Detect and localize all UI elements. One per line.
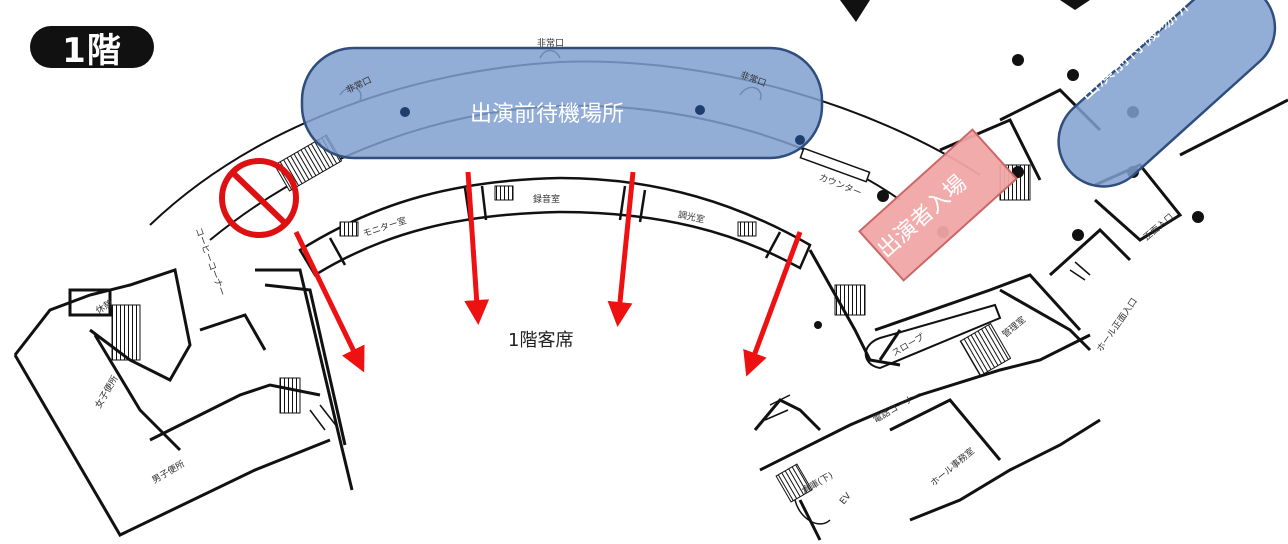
floor-label: 1階: [30, 26, 154, 71]
arrow-center-right: [607, 171, 636, 327]
arrow-center-left: [464, 171, 490, 325]
waiting-area-inner-dots: [400, 105, 805, 145]
top-blocks: [840, 0, 1090, 22]
prohibit-icon: [219, 158, 299, 238]
left-wing: [13, 268, 354, 537]
room-label-audio: 録音室: [533, 195, 561, 205]
performer-entrance-box: [858, 128, 1018, 282]
counter-desk: [799, 147, 871, 183]
waiting-area-pill: [300, 46, 824, 160]
waiting-area-right-pill: [1057, 0, 1277, 188]
room-label-stair-top: 非常口: [537, 39, 565, 49]
entry-arrows: [293, 171, 803, 377]
slope-ramp: [864, 303, 1002, 370]
seating-label: 1階客席: [508, 330, 574, 351]
arrow-right: [743, 231, 803, 377]
arrow-left: [293, 230, 365, 373]
waiting-area-label: 出演前待機場所: [470, 102, 625, 127]
right-wing: [753, 88, 1288, 541]
